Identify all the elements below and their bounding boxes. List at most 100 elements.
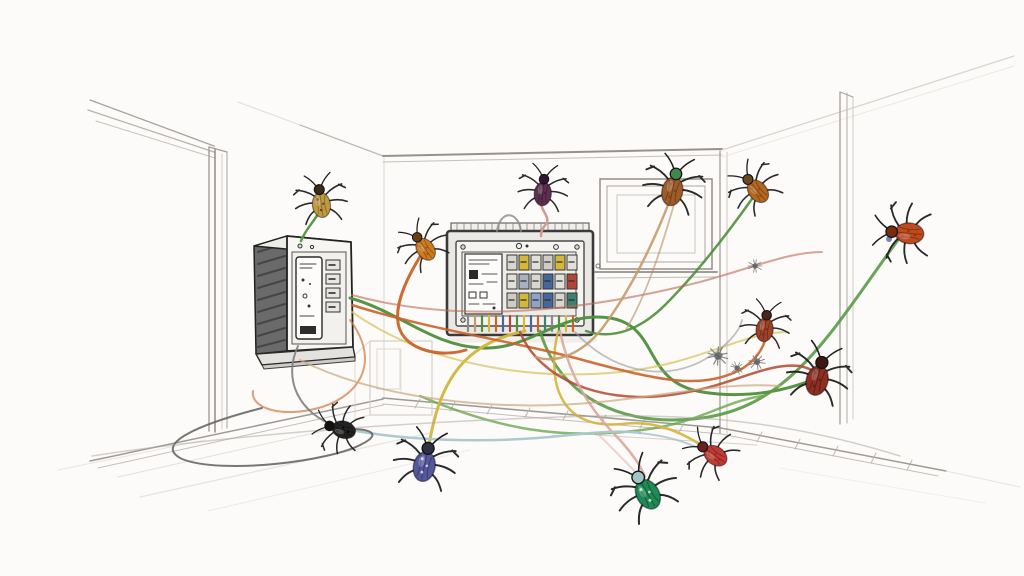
bug-purple-legs: [517, 174, 570, 213]
bug-red-wall-right-highlight: [898, 233, 911, 240]
left-ceiling-line-2: [87, 109, 215, 153]
sketch-bug-3: [730, 361, 744, 375]
door-frame-top: [208, 146, 228, 153]
bug-window-brown-highlight: [666, 180, 673, 192]
layer-center-panel: [445, 222, 601, 337]
wire-orange-3: [251, 319, 366, 414]
bug-black-floor-spot: [336, 429, 339, 433]
bug-rust-wall-elytra: [758, 319, 771, 341]
wire-red-2: [351, 251, 823, 313]
layer-left-panel: [253, 235, 356, 370]
bug-orange-legs: [397, 222, 450, 274]
wire-gray-floor: [91, 415, 901, 457]
left-panel-module: [295, 256, 323, 340]
back-wall-top-2: [382, 154, 723, 163]
center-panel-screw-bl: [460, 317, 466, 323]
bug-blue-floor-spot: [425, 464, 429, 468]
wire-orange-1: [396, 250, 468, 355]
bug-blue-floor-spot: [420, 457, 424, 461]
ceiling-edge-left: [299, 124, 384, 157]
wire-gray-4: [574, 319, 743, 373]
bug-blue-floor-highlight: [418, 455, 425, 467]
bug-window-brown-antennae: [664, 152, 696, 171]
cabinet-sketch: [369, 340, 433, 416]
bug-purple-spot: [543, 192, 546, 195]
bug-green-beetle-floor-highlight: [637, 486, 647, 498]
back-wall-top: [382, 148, 723, 157]
bug-orange-antennae: [398, 217, 420, 237]
bug-black-floor-antennae: [311, 409, 327, 435]
bug-rust-wall-legs: [739, 309, 792, 349]
bug-tan-top-left: [292, 171, 348, 226]
bug-tan-top-left-spot: [322, 202, 325, 205]
bug-black-floor-spot: [342, 426, 345, 429]
bug-darkred-wall-legs: [785, 351, 853, 407]
bug-window-brown-spot: [673, 189, 677, 192]
bug-purple-antennae: [532, 162, 559, 176]
right-wall-frame-top: [839, 91, 854, 98]
bug-green-beetle-floor-spot: [648, 490, 651, 494]
window-frame-outer: [599, 178, 713, 270]
wire-lightblue-1: [344, 427, 642, 442]
bug-purple-highlight: [537, 185, 543, 195]
sketch-bug-2-head: [756, 358, 760, 362]
bug-window-brown-legs: [642, 164, 706, 216]
bug-rust-wall-highlight: [759, 320, 765, 331]
center-panel-screw-tr: [574, 244, 580, 250]
bug-red-floor-legs: [686, 425, 741, 482]
window-frame-inner: [616, 194, 696, 254]
wire-yellow-2: [553, 330, 712, 453]
bug-brown-right-spot: [757, 188, 760, 191]
bug-red-floor-elytra: [705, 446, 726, 465]
ceiling-edge-right-2: [721, 65, 1015, 158]
bug-brown-right-legs: [727, 161, 784, 217]
bug-blue-floor-elytra: [416, 453, 433, 480]
bug-orange-head: [411, 232, 423, 243]
bug-tan-top-left-highlight: [315, 196, 321, 207]
bug-rust-wall-spot: [761, 333, 765, 336]
center-panel-knockout-3: [553, 244, 559, 250]
layer-bugs: [292, 152, 932, 525]
sketch-bug-3-head: [737, 366, 741, 370]
bug-brown-right-elytra: [748, 181, 768, 202]
wire-gray-2: [171, 407, 374, 467]
window-sill-2: [596, 276, 716, 279]
bug-green-beetle-floor: [609, 451, 679, 525]
bug-tan-top-left-spot: [319, 208, 323, 212]
bug-purple: [517, 162, 570, 213]
left-panel-breaker-marks: [328, 264, 336, 308]
ceiling-edge-left-faint: [237, 101, 301, 126]
bug-darkred-wall-head: [815, 355, 829, 370]
center-panel-side-knob: [595, 263, 601, 269]
bug-red-floor-highlight: [706, 452, 715, 460]
bug-tan-top-left-antennae: [303, 171, 331, 187]
floor-streak-1: [139, 432, 431, 498]
wire-tan-1: [534, 195, 673, 361]
bug-window-brown-head: [669, 167, 683, 181]
bug-darkred-wall-elytra: [808, 367, 826, 394]
bug-black-floor-spot: [346, 430, 350, 434]
wire-red-1: [518, 330, 819, 399]
floor-streak-3: [57, 439, 206, 471]
wire-gray-3: [496, 214, 522, 232]
bug-black-floor-highlight: [334, 428, 344, 435]
ceiling-edge-right: [721, 55, 1015, 151]
bug-green-beetle-floor-spot: [639, 488, 643, 492]
bug-brown-right-highlight: [749, 186, 757, 195]
wire-tan-2: [299, 359, 781, 407]
bug-black-floor-head: [324, 420, 335, 432]
bug-brown-right-spot: [750, 187, 754, 190]
bug-purple-elytra: [537, 183, 549, 205]
bug-orange: [397, 217, 450, 274]
bug-red-wall-right-antennae: [871, 214, 888, 246]
bug-blue-floor-spot: [420, 470, 424, 474]
bug-red-floor-antennae: [681, 426, 702, 450]
bug-rust-wall-spot: [761, 322, 764, 326]
sketch-bug-3-body: [734, 365, 740, 371]
left-ceiling-line-3: [95, 120, 216, 159]
bug-blue-floor-head: [421, 441, 435, 455]
bug-red-wall-right-head: [885, 225, 899, 239]
bug-red-floor-head: [697, 441, 709, 453]
bug-window-brown-spot: [668, 195, 672, 199]
